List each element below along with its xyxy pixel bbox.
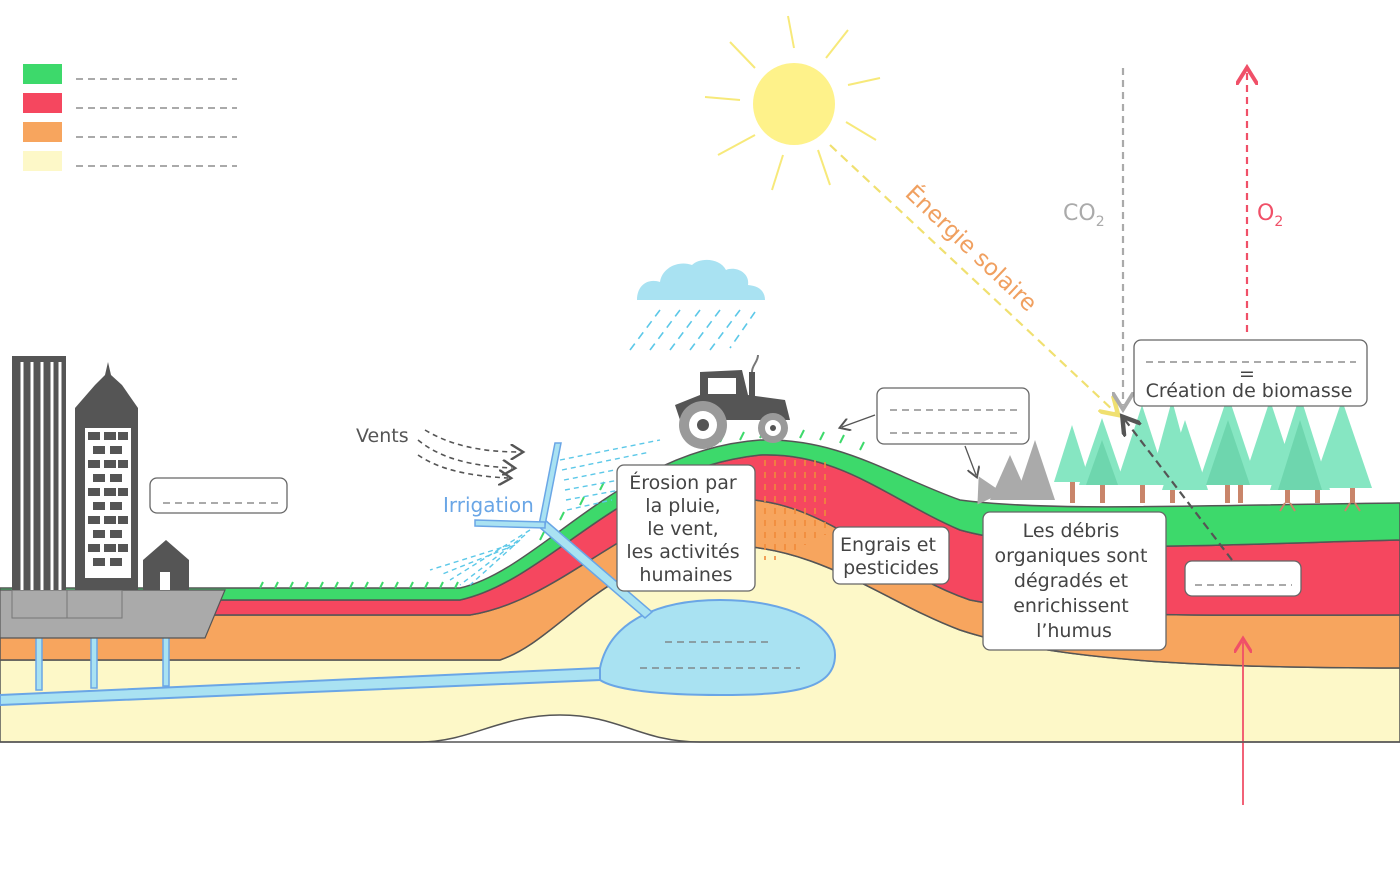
- legend-swatch: [23, 151, 62, 171]
- o2-label: O2: [1257, 201, 1283, 230]
- legend-swatch: [23, 122, 62, 142]
- legend-swatch: [23, 64, 62, 84]
- cloud-icon: [637, 259, 765, 300]
- fertilizer-marks: [764, 460, 826, 560]
- svg-text:Engrais et pesticides: Engrais et pesticides: [840, 534, 942, 579]
- tractor-icon: [675, 354, 790, 449]
- blank-box-city: [149, 477, 288, 514]
- erosion-box: Érosion par la pluie, le vent, les activ…: [616, 464, 756, 592]
- forest-icon: [1054, 395, 1372, 512]
- blank-box-tractor: [876, 387, 1030, 445]
- sun-icon: [704, 15, 881, 191]
- solar-energy-label: Énergie solaire: [900, 179, 1043, 317]
- legend: [23, 64, 237, 171]
- debris-box: Les débris organiques sont dégradés et e…: [982, 511, 1167, 651]
- svg-text:=: =: [1239, 363, 1255, 385]
- biomass-box: = Création de biomasse: [1133, 339, 1368, 407]
- city-platform: [0, 589, 226, 639]
- svg-text:Les débris organiques so: Les débris organiques sont dégradés et e…: [995, 520, 1154, 642]
- svg-text:Création de biomasse: Création de biomasse: [1146, 380, 1353, 402]
- irrigation-spray: [429, 439, 661, 586]
- svg-text:Érosion par la pluie,: Érosion par la pluie, le vent, les activ…: [626, 471, 745, 586]
- blank-box-humus: [1184, 560, 1302, 597]
- aquifer: [599, 598, 837, 697]
- irrigation-label: Irrigation: [443, 493, 534, 517]
- house-icon: [143, 540, 189, 590]
- rain-icon: [629, 309, 756, 351]
- legend-swatch: [23, 93, 62, 113]
- wind-arrows: [417, 429, 520, 478]
- city-icon: [0, 356, 226, 639]
- wind-label: Vents: [356, 425, 409, 447]
- fertilizer-box: Engrais et pesticides: [832, 526, 950, 585]
- dead-tree-icon: [977, 440, 1055, 505]
- co2-label: CO2: [1063, 201, 1105, 230]
